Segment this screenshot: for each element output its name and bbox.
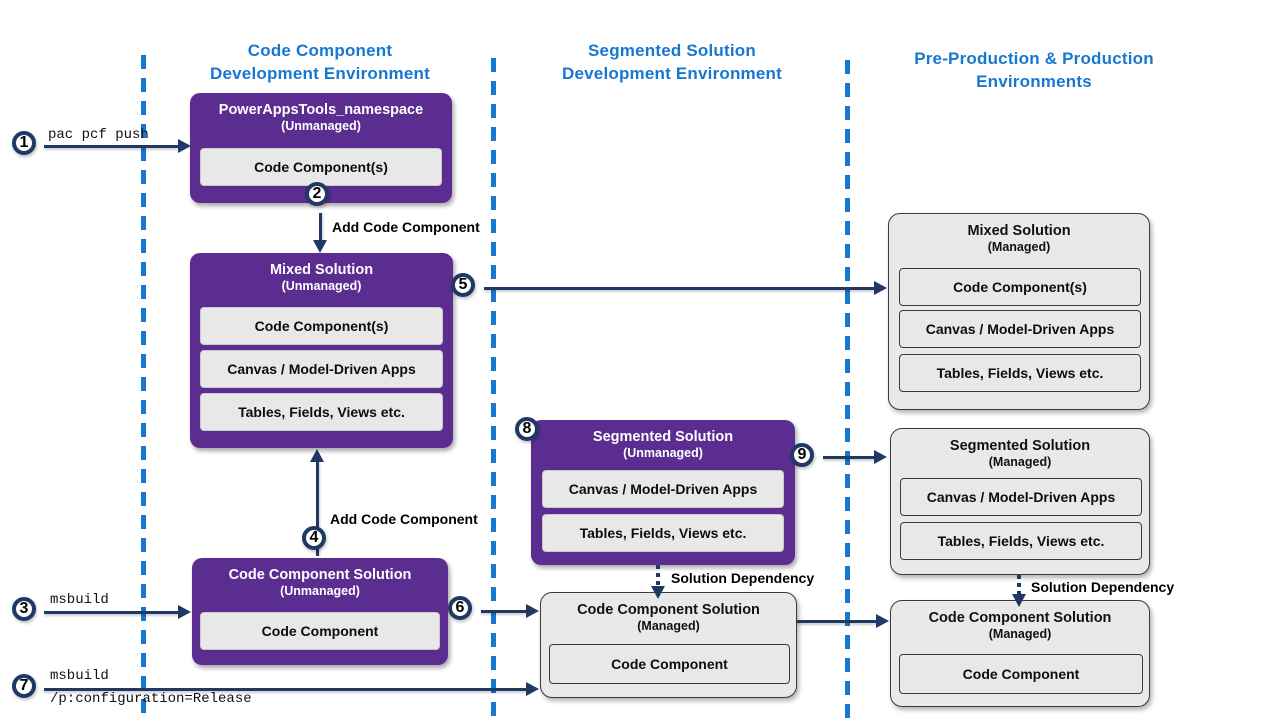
step-9-badge: 9 bbox=[790, 443, 814, 467]
arrow-1-line bbox=[44, 145, 178, 148]
arrow-mid-to-right-line bbox=[797, 620, 876, 623]
arrow-4-head bbox=[310, 449, 324, 462]
arrow-6-head bbox=[526, 604, 539, 618]
box-title: Mixed Solution bbox=[269, 262, 374, 278]
label-solution-dependency-1: Solution Dependency bbox=[671, 570, 815, 586]
arrow-9-head bbox=[874, 450, 887, 464]
box-item-canvas-apps: Canvas / Model-Driven Apps bbox=[542, 470, 784, 508]
arrow-mid-to-right-head bbox=[876, 614, 889, 628]
arrow-3-line bbox=[44, 611, 178, 614]
step-5-badge: 5 bbox=[451, 273, 475, 297]
step-1-badge: 1 bbox=[12, 131, 36, 155]
box-subtitle: (Managed) bbox=[637, 619, 700, 633]
label-solution-dependency-2: Solution Dependency bbox=[1031, 579, 1175, 595]
label-msbuild-release-line2: /p:configuration=Release bbox=[50, 691, 252, 707]
column-header-preprod-prod: Pre-Production & Production Environments bbox=[914, 49, 1154, 91]
box-title: Code Component Solution bbox=[577, 602, 760, 618]
arrow-7-head bbox=[526, 682, 539, 696]
arrow-5-head bbox=[874, 281, 887, 295]
box-item-canvas-apps: Canvas / Model-Driven Apps bbox=[900, 478, 1142, 516]
arrow-2-line bbox=[319, 213, 322, 241]
box-code-component-solution-managed-right: Code Component Solution (Managed) Code C… bbox=[890, 600, 1150, 707]
arrow-7-line bbox=[44, 688, 526, 691]
box-subtitle: (Managed) bbox=[988, 455, 1052, 469]
column-header-code-component-dev: Code Component Development Environment bbox=[210, 41, 430, 83]
label-msbuild: msbuild bbox=[50, 592, 109, 608]
dependency-arrow-right-head bbox=[1012, 594, 1026, 607]
box-title: Segmented Solution bbox=[592, 429, 734, 445]
box-item-tables-fields: Tables, Fields, Views etc. bbox=[542, 514, 784, 552]
box-item-canvas-apps: Canvas / Model-Driven Apps bbox=[899, 310, 1141, 348]
box-title: Mixed Solution bbox=[967, 223, 1071, 239]
box-segmented-solution-unmanaged: Segmented Solution (Unmanaged) Canvas / … bbox=[531, 420, 795, 565]
step-8-badge: 8 bbox=[515, 417, 539, 441]
dependency-arrow-mid-head bbox=[651, 586, 665, 599]
box-code-component-solution-unmanaged: Code Component Solution (Unmanaged) Code… bbox=[192, 558, 448, 665]
step-7-badge: 7 bbox=[12, 674, 36, 698]
label-msbuild-release-line1: msbuild bbox=[50, 668, 109, 684]
arrow-1-head bbox=[178, 139, 191, 153]
arrow-5-line bbox=[484, 287, 874, 290]
step-6-badge: 6 bbox=[448, 596, 472, 620]
column-header-segmented-dev: Segmented Solution Development Environme… bbox=[562, 41, 782, 83]
column-divider-2 bbox=[491, 58, 496, 720]
arrow-2-head bbox=[313, 240, 327, 253]
label-add-code-component-2: Add Code Component bbox=[330, 511, 478, 527]
arrow-9-line bbox=[823, 456, 874, 459]
step-4-badge: 4 bbox=[302, 526, 326, 550]
label-pac-pcf-push: pac pcf push bbox=[48, 127, 149, 143]
box-item-code-components: Code Component(s) bbox=[200, 307, 443, 345]
box-subtitle: (Managed) bbox=[988, 627, 1052, 641]
box-mixed-solution-managed: Mixed Solution (Managed) Code Component(… bbox=[888, 213, 1150, 410]
box-title: Segmented Solution bbox=[949, 438, 1091, 454]
dependency-arrow-right-line bbox=[1017, 575, 1021, 596]
box-item-canvas-apps: Canvas / Model-Driven Apps bbox=[200, 350, 443, 388]
label-add-code-component-1: Add Code Component bbox=[332, 219, 480, 235]
box-subtitle: (Unmanaged) bbox=[280, 584, 360, 598]
column-divider-1 bbox=[141, 55, 146, 720]
box-item-code-component: Code Component bbox=[549, 644, 790, 684]
box-item-tables-fields: Tables, Fields, Views etc. bbox=[900, 522, 1142, 560]
box-item-code-components: Code Component(s) bbox=[200, 148, 442, 186]
box-subtitle: (Unmanaged) bbox=[281, 119, 361, 133]
box-title: PowerAppsTools_namespace bbox=[218, 102, 424, 118]
box-title: Code Component Solution bbox=[928, 610, 1112, 626]
step-2-badge: 2 bbox=[305, 182, 329, 206]
column-divider-3 bbox=[845, 60, 850, 720]
box-segmented-solution-managed: Segmented Solution (Managed) Canvas / Mo… bbox=[890, 428, 1150, 575]
box-item-code-component: Code Component bbox=[899, 654, 1143, 694]
box-item-code-component: Code Component bbox=[200, 612, 440, 650]
arrow-3-head bbox=[178, 605, 191, 619]
box-title: Code Component Solution bbox=[228, 567, 412, 583]
dependency-arrow-mid-line bbox=[656, 565, 660, 588]
box-subtitle: (Managed) bbox=[987, 240, 1051, 254]
box-subtitle: (Unmanaged) bbox=[623, 446, 703, 460]
box-mixed-solution-unmanaged: Mixed Solution (Unmanaged) Code Componen… bbox=[190, 253, 453, 448]
arrow-6-line bbox=[481, 610, 526, 613]
step-3-badge: 3 bbox=[12, 597, 36, 621]
arrow-4-line bbox=[316, 462, 319, 556]
box-subtitle: (Unmanaged) bbox=[281, 279, 362, 293]
box-code-component-solution-managed-mid: Code Component Solution (Managed) Code C… bbox=[540, 592, 797, 698]
box-item-tables-fields: Tables, Fields, Views etc. bbox=[899, 354, 1141, 392]
box-item-tables-fields: Tables, Fields, Views etc. bbox=[200, 393, 443, 431]
box-item-code-components: Code Component(s) bbox=[899, 268, 1141, 306]
